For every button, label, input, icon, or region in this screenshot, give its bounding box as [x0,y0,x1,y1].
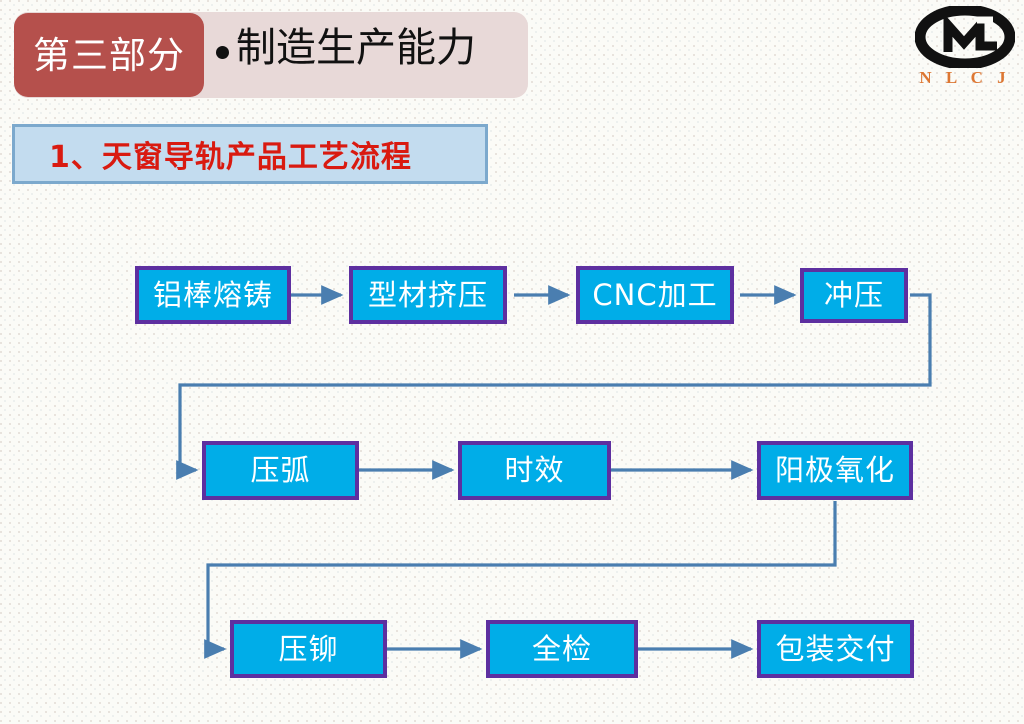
page-title: 制造生产能力 [236,25,476,71]
bullet-icon [216,46,229,59]
flow-node-label: 全检 [531,631,592,666]
flow-node-stamping[interactable]: 冲压 [800,268,908,323]
flow-node-melt-cast[interactable]: 铝棒熔铸 [135,266,291,324]
company-logo: N L C J [915,6,1015,98]
flow-node-label: 阳极氧化 [774,453,895,487]
flow-node-label: 铝棒熔铸 [152,277,273,312]
nlcj-oval-monogram-icon [915,6,1015,68]
flow-node-label: CNC加工 [592,277,718,312]
flow-node-cnc-machining[interactable]: CNC加工 [576,266,734,324]
section-badge: 第三部分 [14,13,204,97]
logo-wordmark: N L C J [919,68,1011,87]
section-heading-bar: 1、天窗导轨产品工艺流程 [12,124,488,184]
flow-node-label: 压弧 [250,453,311,487]
flow-node-riveting[interactable]: 压铆 [230,620,387,678]
flow-node-label: 压铆 [278,631,339,666]
flow-node-arc-pressing[interactable]: 压弧 [202,441,359,500]
flow-node-anodizing[interactable]: 阳极氧化 [757,441,913,500]
flow-node-full-inspection[interactable]: 全检 [486,620,638,678]
flow-node-packaging-delivery[interactable]: 包装交付 [757,620,914,678]
section-heading-label: 1、天窗导轨产品工艺流程 [49,140,412,175]
flow-node-label: 包装交付 [775,631,896,666]
section-badge-label: 第三部分 [33,33,185,77]
flow-node-label: 型材挤压 [367,277,488,312]
flow-node-aging[interactable]: 时效 [458,441,611,500]
flow-node-label: 时效 [504,453,565,487]
flow-node-profile-extrusion[interactable]: 型材挤压 [349,266,507,324]
flow-node-label: 冲压 [823,278,884,312]
